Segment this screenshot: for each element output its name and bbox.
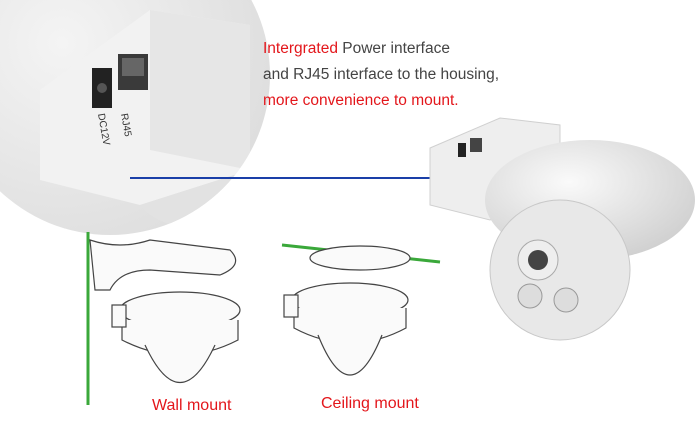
caption-line1: Power interface xyxy=(337,40,450,57)
dome-camera xyxy=(429,117,695,341)
feature-caption: Intergrated Power interface and RJ45 int… xyxy=(263,36,499,114)
ceiling-mount-diagram xyxy=(281,243,441,376)
svg-text:RJ45: RJ45 xyxy=(118,113,133,138)
wall-mount-diagram xyxy=(86,232,241,405)
ceiling-mount-label: Ceiling mount xyxy=(321,395,419,412)
caption-line3: more convenience to mount. xyxy=(263,92,459,109)
wall-mount-label: Wall mount xyxy=(152,397,232,414)
caption-line2: and RJ45 interface to the housing, xyxy=(263,66,500,83)
caption-highlight: Intergrated xyxy=(263,40,338,57)
zoom-detail: DC12V RJ45 xyxy=(0,0,270,235)
